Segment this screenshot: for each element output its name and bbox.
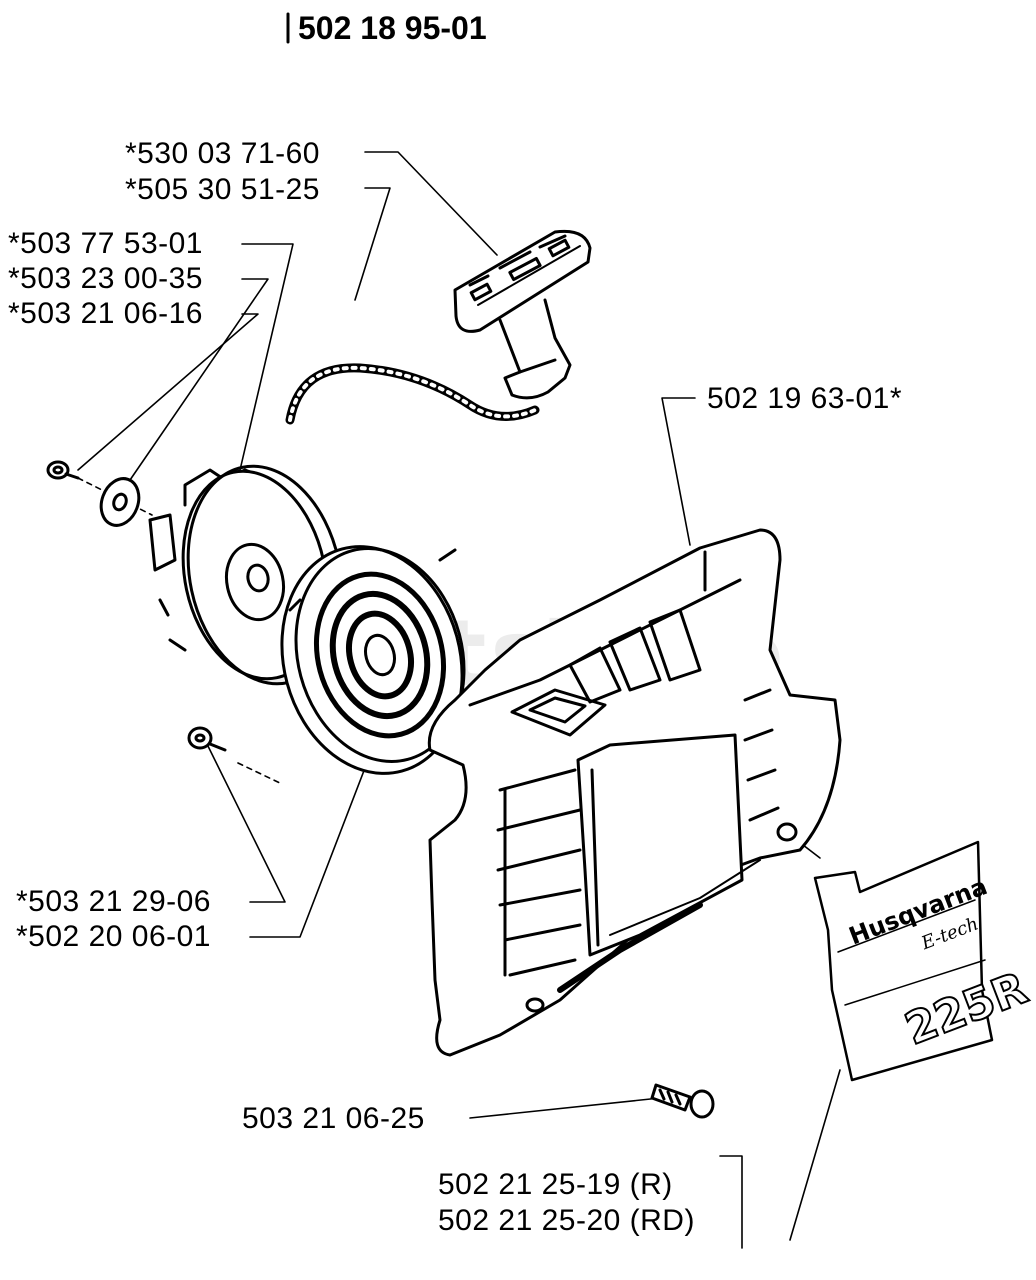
center-screw [46, 460, 80, 480]
pawl-screw [187, 726, 227, 752]
label-pawl-screw: *503 21 29-06 [16, 885, 211, 918]
leader-decal [789, 1069, 841, 1241]
recoil-spring [280, 545, 466, 775]
label-washer: *503 23 00-35 [8, 262, 203, 295]
label-housing-screw: 503 21 06-25 [242, 1102, 425, 1135]
leader-recoil-spring [249, 754, 371, 938]
assembly-number: 502 18 95-01 [298, 10, 487, 46]
label-pulley: *503 77 53-01 [8, 227, 203, 260]
label-starter-housing: 502 19 63-01* [707, 382, 902, 415]
label-center-screw: *503 21 06-16 [8, 297, 203, 330]
washer [99, 477, 141, 527]
pawl-screw-axis [237, 762, 283, 785]
label-decal-r: 502 21 25-19 (R) [438, 1168, 673, 1201]
leader-rope [354, 187, 391, 301]
leader-housing [661, 397, 696, 546]
starter-handle [453, 229, 592, 400]
starter-housing [427, 528, 842, 1057]
leader-lines [77, 151, 841, 1249]
label-recoil-spring: *502 20 06-01 [16, 920, 211, 953]
label-decal-rd: 502 21 25-20 (RD) [438, 1204, 695, 1237]
starter-rope [285, 363, 540, 425]
label-rope: *505 30 51-25 [125, 173, 320, 206]
leader-housing-screw [469, 1097, 661, 1119]
leader-pawl-screw [204, 739, 286, 903]
decal-brand-text: Husqvarna [845, 872, 991, 950]
leader-center-screw [77, 313, 259, 471]
housing-screw [650, 1083, 715, 1119]
leader-washer [129, 278, 269, 481]
decal [813, 840, 994, 1082]
leader-handle [364, 151, 498, 256]
leader-pulley [239, 243, 294, 471]
decal-model-text: 225R [898, 963, 1034, 1056]
label-handle: *530 03 71-60 [125, 137, 320, 170]
leader-decal-bracket [719, 1155, 743, 1249]
